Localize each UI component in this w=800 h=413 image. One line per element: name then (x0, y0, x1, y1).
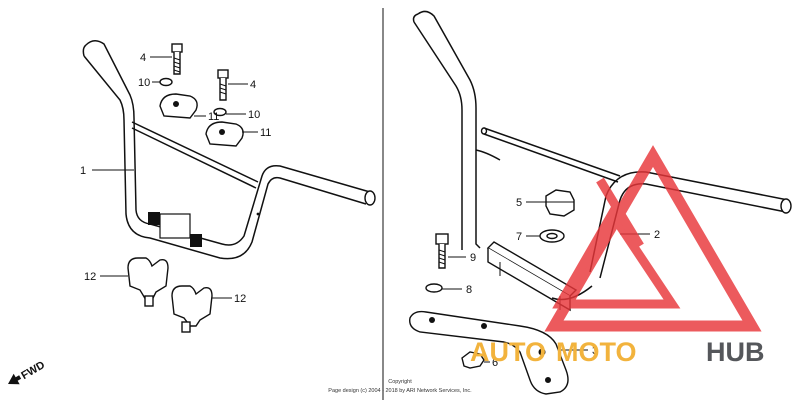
lower-holder-12-b (171, 285, 213, 333)
label-11-b: 11 (260, 127, 271, 139)
bolt-4-a (171, 43, 183, 75)
plate-3 (409, 310, 569, 395)
label-11-a: 11 (208, 111, 219, 123)
nut-5 (545, 189, 575, 217)
bolt-9 (435, 233, 449, 269)
label-1: 1 (80, 165, 86, 177)
lower-holder-12-a (127, 257, 169, 307)
washer-8 (425, 283, 443, 293)
nut-6 (461, 351, 485, 369)
fwd-arrow: FWD (8, 359, 47, 385)
label-4-b: 4 (250, 79, 256, 91)
svg-text:MOTO: MOTO (556, 337, 637, 367)
watermark-text: AUTO MOTO HUB (470, 337, 765, 367)
handlebar-right (412, 10, 792, 312)
washer-10-a (159, 77, 173, 87)
label-5: 5 (516, 197, 522, 209)
credit-line: Page design (c) 2004 - 2018 by ARI Netwo… (328, 388, 472, 394)
label-12-a: 12 (84, 271, 96, 283)
svg-text:AUTO: AUTO (470, 337, 546, 367)
upper-holder-11-b (205, 121, 244, 147)
watermark-logo (544, 145, 762, 332)
label-3: 3 (592, 345, 598, 357)
label-9: 9 (470, 252, 476, 264)
washer-10-b (213, 107, 227, 117)
bolt-4-b (217, 69, 229, 101)
label-10-a: 10 (138, 77, 150, 89)
handlebar-left (82, 40, 376, 260)
label-12-b: 12 (234, 293, 246, 305)
copyright-line: Copyright (388, 379, 412, 385)
label-7: 7 (516, 231, 522, 243)
svg-text:FWD: FWD (19, 359, 47, 382)
label-6: 6 (492, 357, 498, 369)
svg-text:HUB: HUB (706, 337, 765, 367)
label-8: 8 (466, 284, 472, 296)
label-4-a: 4 (140, 52, 146, 64)
label-2: 2 (654, 229, 660, 241)
label-10-b: 10 (248, 109, 260, 121)
upper-holder-11-a (159, 93, 198, 119)
